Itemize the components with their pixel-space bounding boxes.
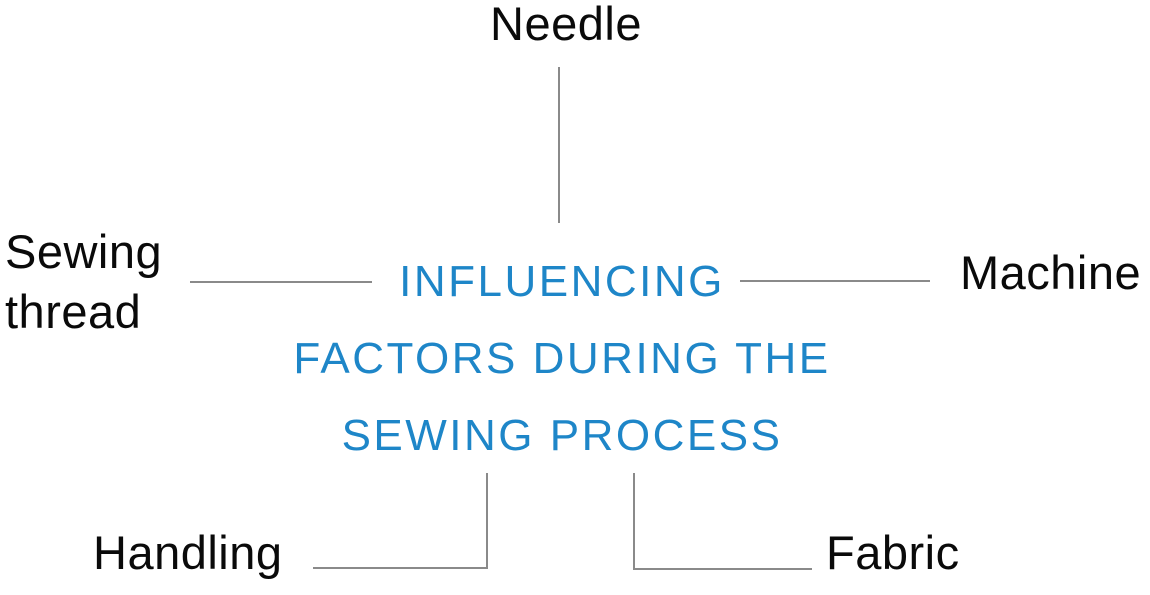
factor-label-fabric: Fabric: [826, 526, 960, 579]
connector-line-handling: [313, 473, 488, 569]
diagram-title-line-3: SEWING PROCESS: [341, 411, 783, 460]
diagram-title-line-1: INFLUENCING: [399, 257, 725, 306]
connector-line-machine: [740, 280, 930, 282]
diagram-title: INFLUENCING FACTORS DURING THE SEWING PR…: [262, 243, 862, 474]
factor-label-handling: Handling: [93, 526, 283, 579]
connector-line-sewing-thread: [190, 281, 372, 283]
connector-line-fabric: [633, 473, 812, 570]
factor-label-needle: Needle: [490, 0, 642, 50]
diagram-title-line-2: FACTORS DURING THE: [293, 334, 831, 383]
factor-label-sewing-thread: Sewing thread: [5, 225, 163, 338]
factor-label-machine: Machine: [960, 246, 1142, 299]
connector-line-needle: [558, 67, 560, 223]
